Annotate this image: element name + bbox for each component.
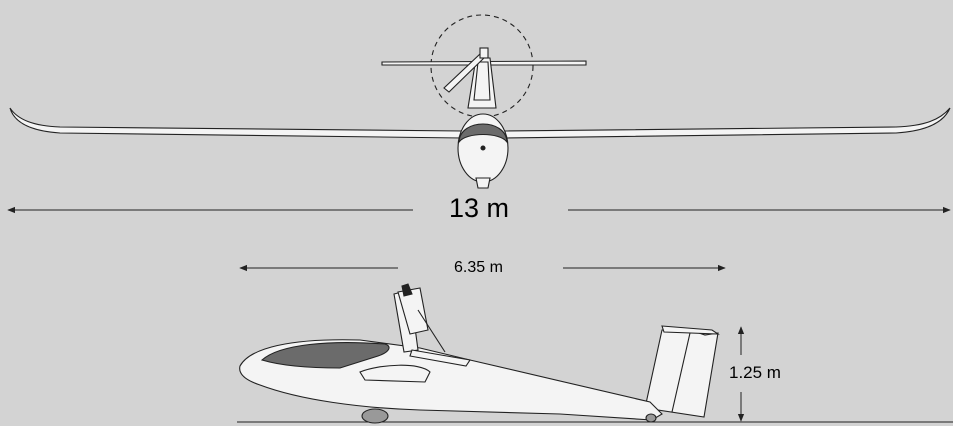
canopy-side	[260, 342, 390, 369]
side-view	[237, 283, 953, 424]
front-view	[9, 14, 951, 189]
propeller-hub	[479, 47, 489, 59]
propeller-folded	[401, 283, 413, 297]
length-label: 6.35 m	[454, 259, 503, 276]
tailplane-side	[661, 325, 720, 335]
canopy-front	[458, 123, 508, 144]
wing-root-side	[359, 364, 431, 383]
nose-wheel-front	[475, 177, 491, 189]
left-wing	[9, 107, 463, 139]
right-wing	[504, 107, 951, 139]
engine-unit	[397, 287, 429, 335]
main-wheel	[361, 408, 389, 424]
engine-bay-door	[409, 349, 471, 367]
wingspan-label: 13 m	[449, 193, 510, 223]
vertical-fin	[644, 329, 719, 418]
tail-wheel	[645, 413, 657, 423]
height-label: 1.25 m	[729, 363, 781, 382]
propeller-disc	[430, 14, 534, 118]
